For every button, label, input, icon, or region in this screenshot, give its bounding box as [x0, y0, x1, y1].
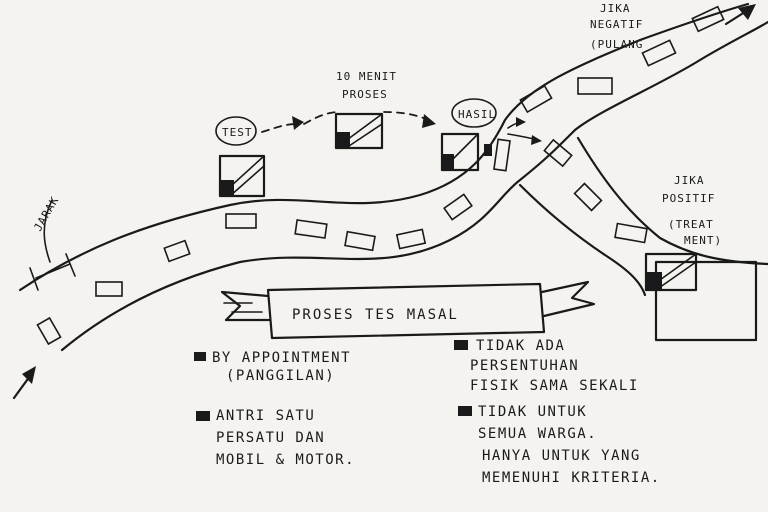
- negatif-label-line2: NEGATIF: [590, 18, 643, 31]
- negatif-label-line3: (PULANG: [590, 38, 643, 51]
- process-label-line2: PROSES: [342, 88, 388, 101]
- note-3-line3: FISIK SAMA SEKALI: [470, 378, 639, 394]
- note-item: ANTRI SATU PERSATU DAN MOBIL & MOTOR.: [196, 408, 355, 468]
- note-1-line1: BY APPOINTMENT: [212, 350, 351, 366]
- road-branch-positive-upper: [576, 136, 768, 266]
- note-3-line1: TIDAK ADA: [476, 338, 565, 354]
- hasil-label: HASIL: [458, 108, 496, 121]
- queue-vehicles: [36, 5, 725, 346]
- note-list: BY APPOINTMENT (PANGGILAN) ANTRI SATU PE…: [194, 338, 661, 486]
- road-edge-right-top: [573, 20, 768, 132]
- treatment-building: [644, 252, 758, 342]
- bullet-square: [454, 340, 468, 350]
- diagram-title: PROSES TES MASAL: [292, 307, 459, 323]
- vehicle: [36, 316, 62, 346]
- test-label: TEST: [222, 126, 253, 139]
- process-label-line1: 10 MENIT: [336, 70, 397, 83]
- note-2-line3: MOBIL & MOTOR.: [216, 452, 355, 468]
- jarak-tick-left: [29, 267, 39, 291]
- flow-arrow-3: [383, 111, 429, 121]
- note-2-line2: PERSATU DAN: [216, 430, 325, 446]
- test-bubble: [215, 116, 257, 146]
- vehicle: [163, 239, 191, 263]
- positif-label-line1: JIKA: [674, 174, 705, 187]
- negatif-label-line1: JIKA: [600, 2, 631, 15]
- note-4-line2: SEMUA WARGA.: [478, 426, 597, 442]
- vehicle: [493, 138, 511, 172]
- process-booth: [334, 112, 384, 150]
- vehicle: [614, 222, 648, 244]
- vehicle: [443, 193, 473, 221]
- vehicle: [691, 5, 725, 33]
- flow-arrow-2: [303, 111, 341, 125]
- jarak-arrow-line: [35, 263, 71, 279]
- flow-arrow-1: [261, 123, 297, 133]
- vehicle: [577, 77, 613, 95]
- vehicle: [573, 182, 603, 212]
- bullet-square: [458, 406, 472, 416]
- hasil-bubble: [451, 98, 497, 128]
- road-edge-lower: [60, 128, 577, 352]
- test-booth: [218, 154, 266, 198]
- entry-arrow-shaft: [12, 374, 32, 400]
- entry-arrow-head: [22, 366, 36, 384]
- note-3-line2: PERSENTUHAN: [470, 358, 579, 374]
- jarak-tick-right: [65, 253, 76, 277]
- note-4-line1: TIDAK UNTUK: [478, 404, 587, 420]
- vehicle: [543, 138, 573, 168]
- vehicle: [395, 228, 427, 250]
- road-branch-positive-lower: [518, 183, 647, 297]
- positif-label-line3: (TREAT: [668, 218, 714, 231]
- positif-label-line2: POSITIF: [662, 192, 715, 205]
- note-4-line4: MEMENUHI KRITERIA.: [482, 470, 661, 486]
- vehicle: [641, 39, 677, 67]
- flow-arrow-1-head: [292, 116, 304, 130]
- vehicle: [519, 84, 553, 114]
- result-booth: [440, 132, 492, 172]
- road-edge-upper: [18, 2, 750, 292]
- jarak-leader: [43, 199, 53, 263]
- title-banner: [220, 280, 596, 340]
- note-item: BY APPOINTMENT (PANGGILAN): [194, 350, 351, 384]
- jarak-label: JARAK: [31, 194, 61, 234]
- flow-arrow-3-head: [422, 114, 436, 128]
- exit-arrow-head: [738, 4, 756, 20]
- note-1-line2: (PANGGILAN): [226, 368, 335, 384]
- bullet-square: [196, 411, 210, 421]
- note-2-line1: ANTRI SATU: [216, 408, 315, 424]
- flow-arrow-positive-head: [531, 135, 542, 145]
- bullet-square: [194, 352, 206, 361]
- flow-arrow-negative-head: [516, 117, 526, 127]
- vehicle: [344, 230, 376, 252]
- note-item: TIDAK ADA PERSENTUHAN FISIK SAMA SEKALI: [454, 338, 639, 394]
- vehicle: [95, 281, 123, 297]
- vehicle: [225, 213, 257, 229]
- positif-label-line4: MENT): [684, 234, 722, 247]
- note-item: TIDAK UNTUK SEMUA WARGA. HANYA UNTUK YAN…: [458, 404, 661, 486]
- vehicle: [294, 219, 328, 239]
- note-4-line3: HANYA UNTUK YANG: [482, 448, 641, 464]
